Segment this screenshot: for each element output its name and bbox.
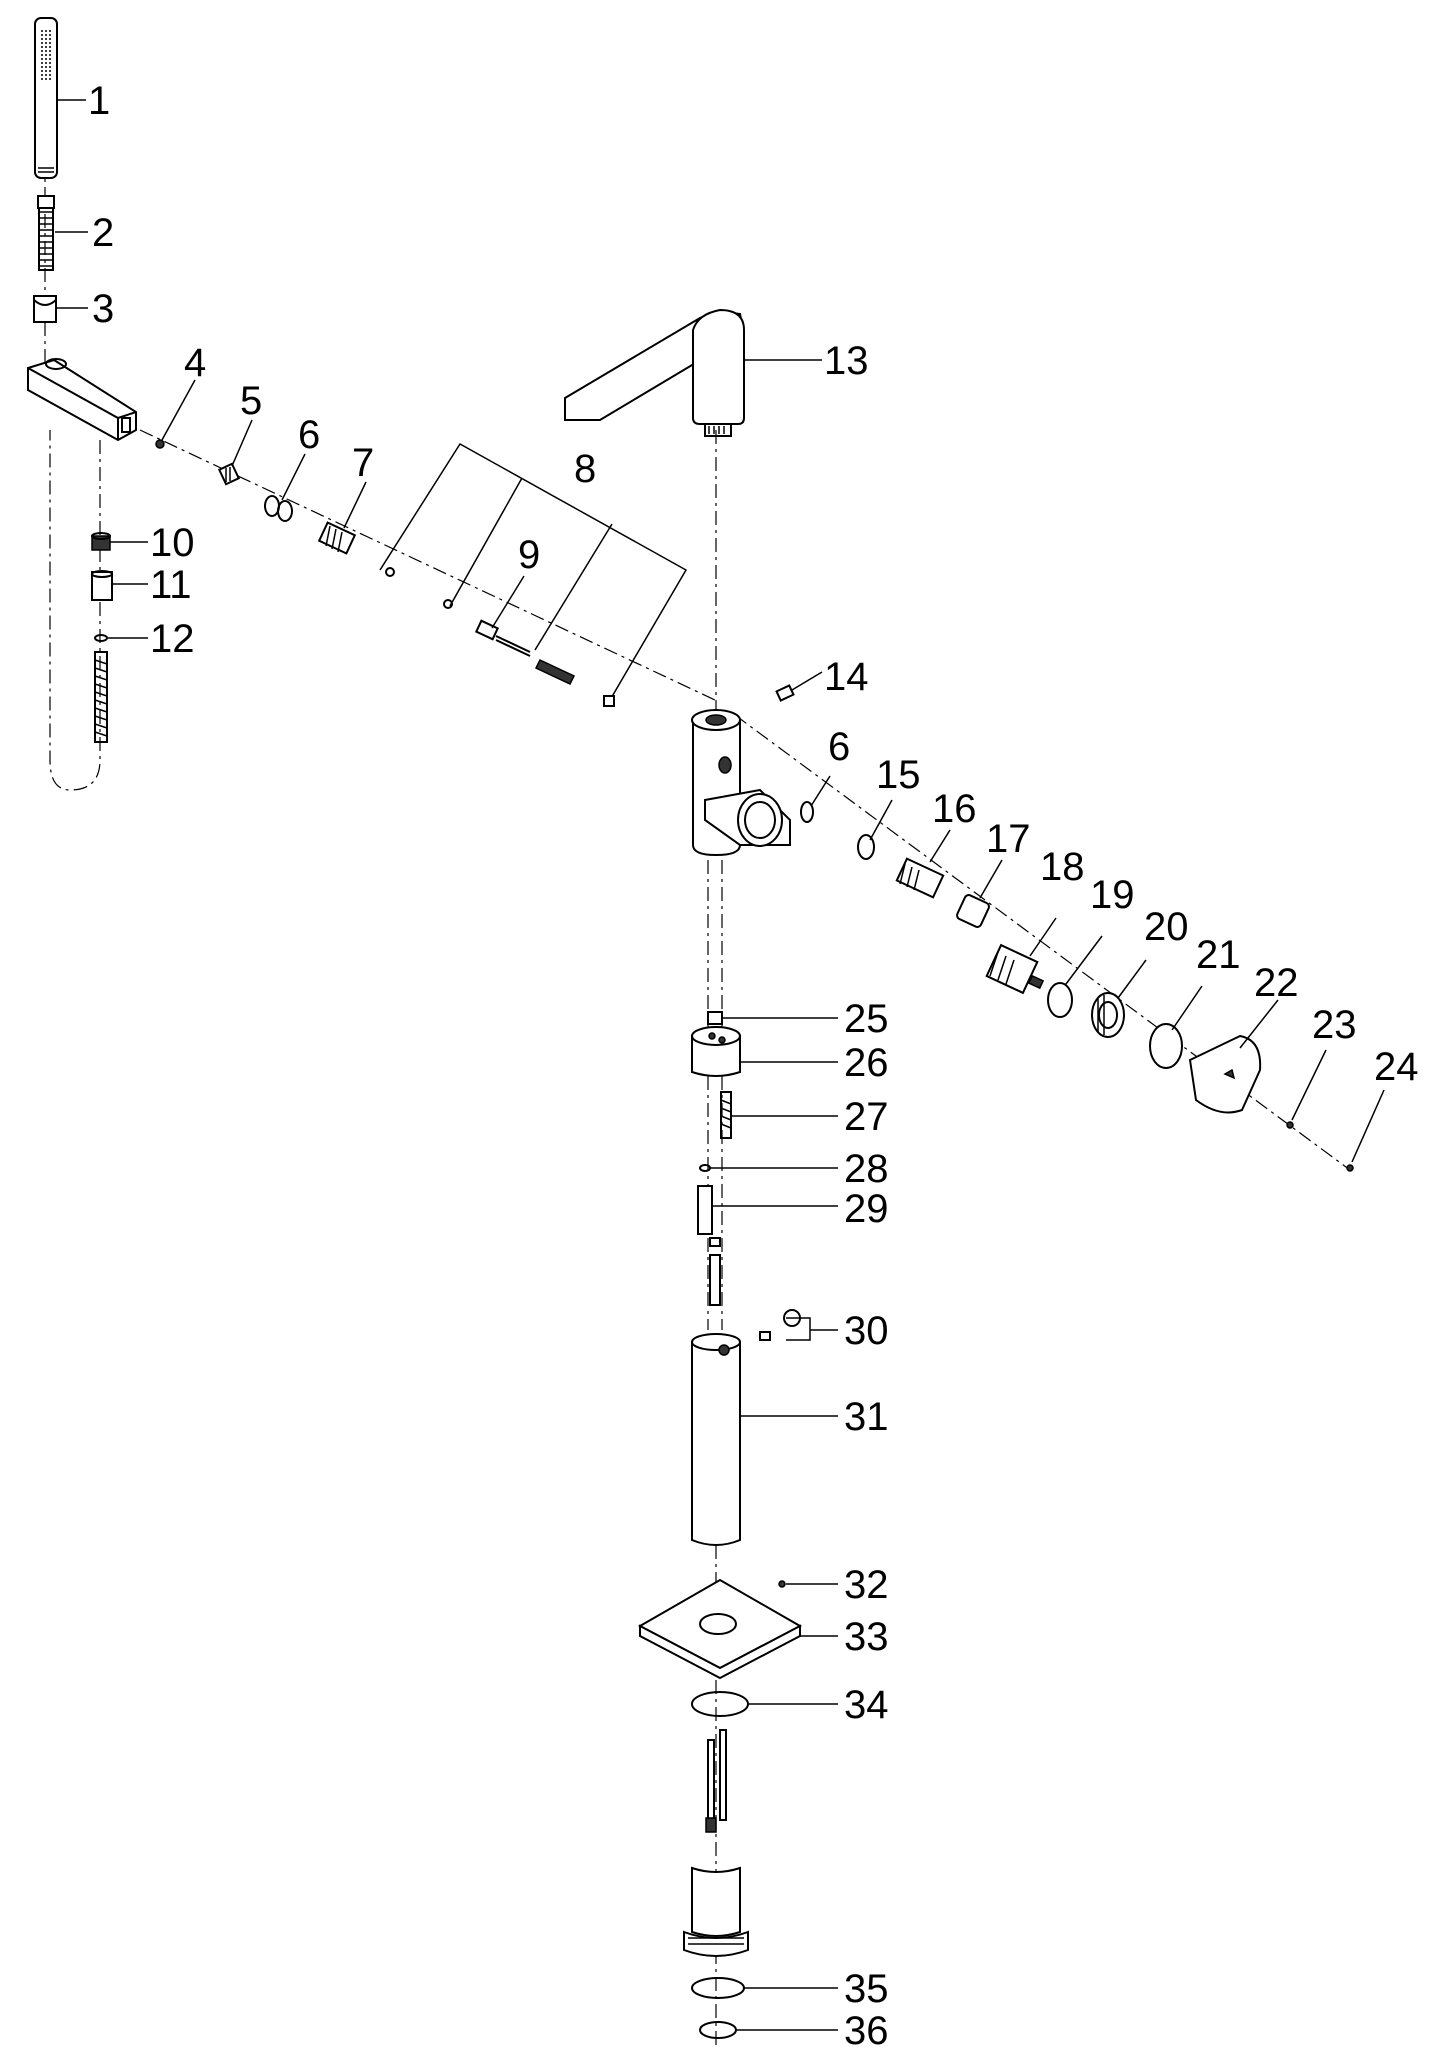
callout-14: 14 bbox=[824, 655, 869, 699]
part-cartridge bbox=[985, 943, 1045, 995]
callout-13: 13 bbox=[824, 339, 869, 383]
part-o-ring-36 bbox=[699, 2021, 737, 2039]
part-hose-connector bbox=[37, 195, 55, 271]
callout-31: 31 bbox=[844, 1395, 889, 1439]
callout-6b: 6 bbox=[828, 725, 850, 769]
part-column-tube bbox=[691, 1333, 741, 1546]
part-cartridge-seal bbox=[1047, 982, 1073, 1018]
callout-18: 18 bbox=[1040, 845, 1085, 889]
part-small-screw-24 bbox=[1346, 1164, 1354, 1172]
part-diverter-insert bbox=[317, 521, 357, 555]
callout-21: 21 bbox=[1196, 933, 1241, 977]
part-grub-screw bbox=[775, 684, 795, 702]
leader-lines bbox=[55, 99, 1385, 2031]
part-seal-ring bbox=[857, 834, 875, 860]
part-mixer-body bbox=[691, 709, 791, 857]
part-adapter-block bbox=[691, 1026, 741, 1077]
part-small-screw bbox=[155, 439, 165, 449]
callout-7: 7 bbox=[352, 441, 374, 485]
callout-12: 12 bbox=[150, 617, 195, 661]
callout-11: 11 bbox=[150, 563, 192, 607]
callout-26: 26 bbox=[844, 1041, 889, 1085]
callout-29: 29 bbox=[844, 1187, 889, 1231]
callout-32: 32 bbox=[844, 1563, 889, 1607]
callout-4: 4 bbox=[184, 341, 206, 385]
part-spring bbox=[534, 659, 576, 685]
callout-30: 30 bbox=[844, 1309, 889, 1353]
callout-6a: 6 bbox=[298, 413, 320, 457]
callout-8: 8 bbox=[574, 447, 596, 491]
centerlines bbox=[44, 160, 1351, 2047]
callout-1: 1 bbox=[88, 79, 110, 123]
part-set-screws bbox=[759, 1309, 811, 1341]
part-cap bbox=[956, 894, 990, 928]
part-spindle-adapter bbox=[707, 1011, 723, 1025]
callout-9: 9 bbox=[518, 533, 540, 577]
callout-2: 2 bbox=[92, 211, 114, 255]
callout-35: 35 bbox=[844, 1967, 889, 2011]
part-o-rings bbox=[264, 495, 293, 522]
part-mounting-base bbox=[683, 1866, 749, 1957]
part-hand-shower bbox=[34, 17, 58, 179]
callout-3: 3 bbox=[92, 287, 114, 331]
callout-27: 27 bbox=[844, 1095, 889, 1139]
part-spindle bbox=[474, 619, 531, 657]
part-nipple bbox=[217, 462, 241, 486]
callout-15: 15 bbox=[876, 753, 921, 797]
part-set-bracket bbox=[379, 442, 688, 707]
part-bonnet-nut bbox=[1091, 992, 1125, 1038]
part-shower-holder bbox=[27, 358, 137, 442]
part-lever-handle bbox=[1188, 1034, 1262, 1114]
callout-20: 20 bbox=[1144, 905, 1189, 949]
callout-33: 33 bbox=[844, 1615, 889, 1659]
callout-10: 10 bbox=[150, 521, 195, 565]
part-connection-hoses bbox=[705, 1729, 727, 1833]
part-hose-nut bbox=[91, 532, 111, 551]
part-spout bbox=[564, 308, 746, 437]
part-hose-washer bbox=[94, 634, 108, 642]
part-base-seal bbox=[691, 1691, 749, 1717]
callout-19: 19 bbox=[1090, 873, 1135, 917]
part-pipe-connector bbox=[697, 1185, 721, 1306]
callout-16: 16 bbox=[932, 787, 977, 831]
part-floor-plate bbox=[637, 1578, 803, 1680]
part-o-ring-right bbox=[800, 801, 814, 823]
part-thermostatic-element bbox=[895, 857, 945, 899]
part-hose bbox=[94, 651, 108, 743]
callout-numbers: 1 2 3 4 5 6 7 8 9 10 11 12 13 14 6 15 16… bbox=[88, 79, 1419, 2047]
part-cone-clip bbox=[33, 295, 57, 323]
callout-34: 34 bbox=[844, 1683, 889, 1727]
callout-22: 22 bbox=[1254, 961, 1299, 1005]
callout-5: 5 bbox=[240, 379, 262, 423]
part-small-pin bbox=[778, 1580, 786, 1588]
part-o-ring-35 bbox=[691, 1977, 745, 1999]
part-bolt bbox=[720, 1091, 732, 1139]
callout-28: 28 bbox=[844, 1147, 889, 1191]
callout-36: 36 bbox=[844, 2009, 889, 2047]
callout-23: 23 bbox=[1312, 1003, 1357, 1047]
callout-24: 24 bbox=[1374, 1045, 1419, 1089]
callout-17: 17 bbox=[986, 817, 1031, 861]
part-small-screw-23 bbox=[1286, 1121, 1294, 1129]
part-hose-sleeve bbox=[91, 570, 113, 601]
callout-25: 25 bbox=[844, 997, 889, 1041]
part-cover-disc bbox=[1149, 1023, 1183, 1069]
